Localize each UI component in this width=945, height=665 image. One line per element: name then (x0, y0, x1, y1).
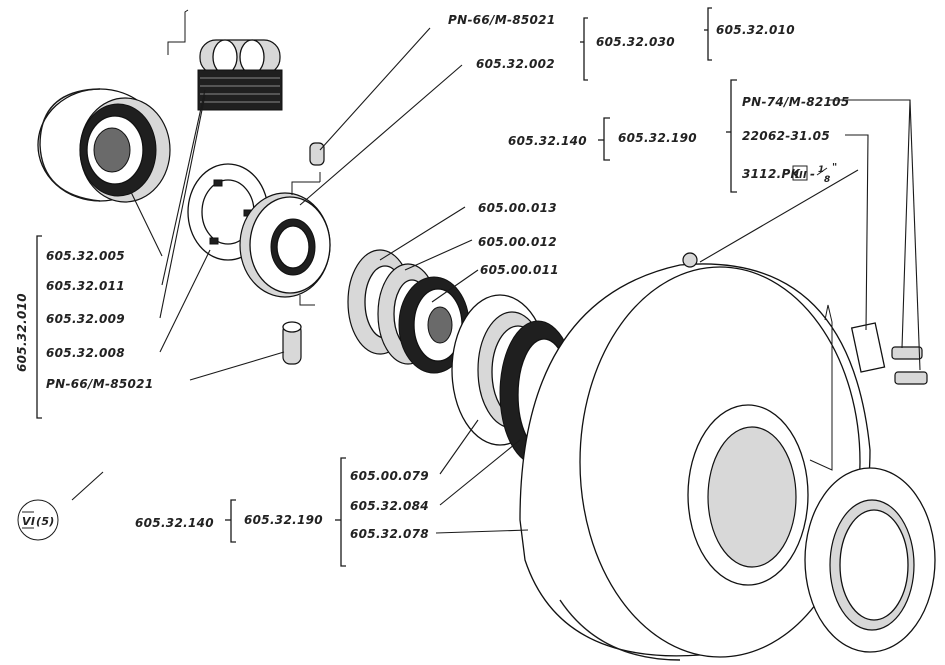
view-roman-label: VI (22, 515, 35, 528)
clutch-housing-part (519, 252, 871, 661)
label-605-00-011: 605.00.011 (480, 263, 559, 277)
label-605-32-190-bottom: 605.32.190 (244, 513, 323, 527)
label-pn74: PN-74/M-82105 (742, 95, 849, 109)
flange-cover-part (804, 467, 936, 653)
hub-housing-part (37, 88, 171, 203)
view-number-label: (5) (36, 515, 55, 528)
label-22062: 22062-31.05 (742, 129, 830, 143)
label-605-32-140-bottom: 605.32.140 (135, 516, 214, 530)
label-605-32-010-top: 605.32.010 (716, 23, 795, 37)
bolt-lower-part (894, 371, 928, 385)
label-3112-frac-den: 8 (824, 175, 831, 185)
dowel-pin-top-part (309, 142, 325, 166)
label-605-32-190-right: 605.32.190 (618, 131, 697, 145)
bearing-cover-011-part (398, 276, 470, 374)
label-605-32-002: 605.32.002 (476, 57, 555, 71)
leader-lines (71, 9, 921, 534)
label-605-32-084: 605.32.084 (350, 499, 429, 513)
label-605-32-140-right: 605.32.140 (508, 134, 587, 148)
label-605-32-008: 605.32.008 (46, 346, 125, 360)
label-605-32-078: 605.32.078 (350, 527, 429, 541)
label-605-00-013: 605.00.013 (478, 201, 557, 215)
label-brackets (36, 7, 737, 567)
bolt-upper-part (891, 346, 923, 360)
label-pn66-top: PN-66/M-85021 (448, 13, 555, 27)
label-3112-quote: " (832, 162, 838, 173)
lock-plate-part (850, 322, 886, 373)
label-605-32-030: 605.32.030 (596, 35, 675, 49)
view-reference-badge: VI (5) (17, 499, 59, 541)
label-3112-roman: III (795, 170, 807, 181)
label-3112-thread: 3112.PK III - 1 8 " (742, 162, 838, 185)
label-3112-frac-num: 1 (818, 165, 825, 175)
label-605-00-012: 605.00.012 (478, 235, 557, 249)
label-605-32-005: 605.32.005 (46, 249, 125, 263)
dowel-pin-bottom-part (282, 321, 302, 365)
roman-box (792, 165, 808, 181)
label-pn66-left: PN-66/M-85021 (46, 377, 153, 391)
friction-plate-part (239, 192, 331, 298)
label-3112-prefix: 3112.PK (742, 167, 802, 181)
label-605-32-010-vertical: 605.32.010 (15, 293, 29, 372)
label-3112-suffix: - (810, 167, 815, 181)
needle-roller-pack-part (197, 39, 283, 111)
label-605-32-011: 605.32.011 (46, 279, 125, 293)
label-605-32-009: 605.32.009 (46, 312, 125, 326)
label-605-00-079: 605.00.079 (350, 469, 429, 483)
